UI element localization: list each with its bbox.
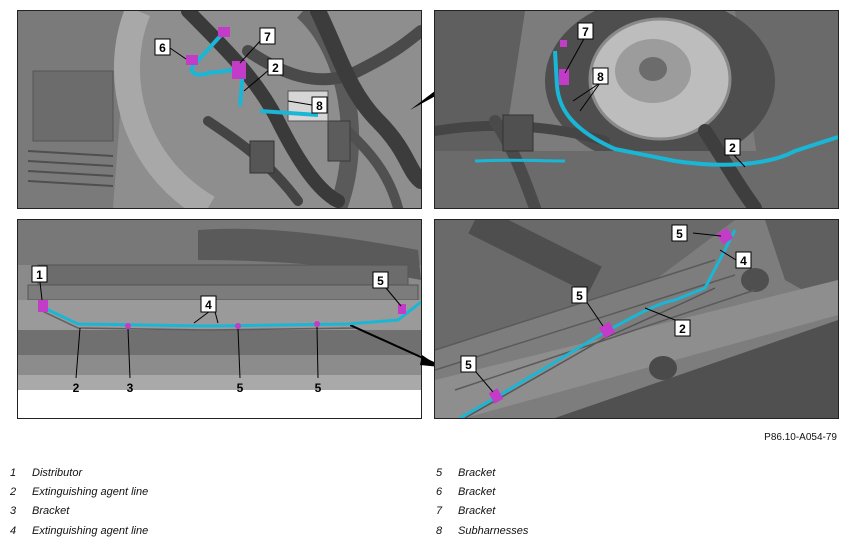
zoom-connector — [350, 325, 440, 367]
underbody-overview-panel: 1 5 4 2 3 5 5 — [17, 219, 422, 419]
legend-item: 1 Distributor — [10, 463, 148, 482]
legend-number: 2 — [10, 485, 17, 498]
underbody-detail-panel: 5 4 5 2 5 — [434, 219, 839, 419]
legend-label: Subharnesses — [458, 524, 529, 537]
legend-number: 7 — [436, 505, 443, 518]
callout-1: 1 — [31, 265, 48, 283]
figure-reference-code: P86.10-A054-79 — [764, 432, 837, 443]
callout-8: 8 — [592, 67, 609, 85]
svg-text:6: 6 — [159, 41, 166, 55]
callout-5: 5 — [571, 286, 588, 304]
callout-3: 3 — [127, 381, 134, 395]
legend-item: 7 Bracket — [436, 502, 528, 521]
svg-text:1: 1 — [36, 268, 43, 282]
legend-number: 4 — [10, 524, 17, 537]
legend-number: 8 — [436, 524, 443, 537]
legend-label: Bracket — [32, 505, 70, 518]
legend-label: Bracket — [458, 466, 496, 479]
callout-8: 8 — [311, 96, 328, 114]
callout-7: 7 — [577, 22, 594, 40]
callout-5: 5 — [372, 271, 389, 289]
callout-2: 2 — [73, 381, 80, 395]
legend-number: 1 — [10, 466, 17, 479]
legend-left: 1 Distributor 2 Extinguishing agent line… — [10, 463, 148, 540]
svg-text:4: 4 — [205, 298, 212, 312]
callout-2: 2 — [674, 319, 691, 337]
svg-text:7: 7 — [264, 30, 271, 44]
legend-number: 5 — [436, 466, 443, 479]
legend-label: Distributor — [32, 466, 83, 479]
svg-text:5: 5 — [576, 289, 583, 303]
svg-text:2: 2 — [272, 61, 279, 75]
callout-5: 5 — [671, 224, 688, 242]
callout-5: 5 — [237, 381, 244, 395]
callout-2: 2 — [267, 58, 284, 76]
legend-label: Extinguishing agent line — [32, 485, 149, 498]
callout-7: 7 — [259, 27, 276, 45]
svg-text:2: 2 — [729, 141, 736, 155]
bracket-marker — [218, 27, 230, 37]
svg-text:5: 5 — [465, 358, 472, 372]
svg-text:4: 4 — [740, 254, 747, 268]
callout-4: 4 — [735, 251, 752, 269]
legend-right: 5 Bracket 6 Bracket 7 Bracket 8 Subharne… — [436, 463, 528, 540]
legend-number: 3 — [10, 505, 17, 518]
legend-item: 8 Subharnesses — [436, 521, 528, 540]
legend-item: 2 Extinguishing agent line — [10, 482, 148, 501]
legend-item: 4 Extinguishing agent line — [10, 521, 148, 540]
bracket-marker — [186, 55, 198, 65]
svg-text:5: 5 — [676, 227, 683, 241]
legend-label: Bracket — [458, 505, 496, 518]
callout-5: 5 — [315, 381, 322, 395]
callout-2: 2 — [724, 138, 741, 156]
callout-6: 6 — [154, 38, 171, 56]
legend-item: 6 Bracket — [436, 482, 528, 501]
legend-item: 3 Bracket — [10, 502, 148, 521]
svg-text:8: 8 — [316, 99, 323, 113]
callout-4: 4 — [200, 295, 217, 313]
svg-text:2: 2 — [679, 322, 686, 336]
svg-text:7: 7 — [582, 25, 589, 39]
legend-label: Bracket — [458, 485, 496, 498]
legend-label: Extinguishing agent line — [32, 524, 149, 537]
callout-5: 5 — [460, 355, 477, 373]
wheel-area-detail-panel: 7 8 2 — [434, 10, 839, 209]
engine-bay-detail-panel: 6 7 2 8 — [17, 10, 422, 209]
bracket-marker — [232, 61, 246, 79]
legend-item: 5 Bracket — [436, 463, 528, 482]
svg-text:8: 8 — [597, 70, 604, 84]
svg-text:5: 5 — [377, 274, 384, 288]
legend-number: 6 — [436, 485, 443, 498]
